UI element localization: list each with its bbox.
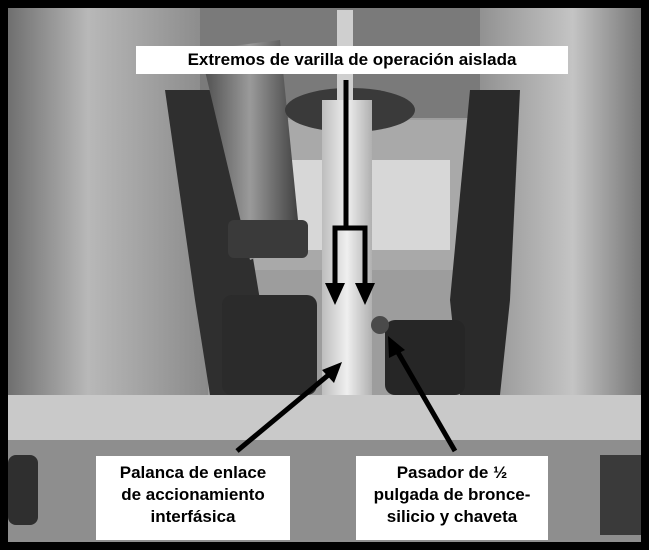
label-line: silicio y chaveta — [386, 507, 518, 526]
label-rod-ends-text: Extremos de varilla de operación aislada — [187, 50, 517, 69]
right-arrow-head — [388, 336, 405, 358]
label-interphase-link: Palanca de enlace de accionamiento inter… — [96, 456, 290, 540]
left-arrow — [235, 370, 334, 453]
pipe — [200, 40, 300, 260]
label-rod-ends: Extremos de varilla de operación aislada — [136, 46, 568, 74]
left-arrow-head — [322, 362, 342, 383]
top-arrow-head-right — [355, 283, 375, 305]
label-pin-cotter: Pasador de ½ pulgada de bronce- silicio … — [356, 456, 548, 540]
crossbeam — [8, 395, 641, 443]
label-line: Pasador de ½ — [396, 463, 508, 482]
label-line: Palanca de enlace — [119, 463, 267, 482]
right-bracket — [450, 90, 520, 395]
top-arrow-head-left — [325, 283, 345, 305]
right-cylinder — [385, 320, 465, 395]
label-line: pulgada de bronce- — [373, 485, 531, 504]
label-line: de accionamiento — [121, 485, 265, 504]
right-arrow — [393, 347, 458, 453]
top-arrow — [332, 80, 368, 292]
label-line: interfásica — [150, 507, 236, 526]
left-cylinder — [222, 295, 317, 395]
